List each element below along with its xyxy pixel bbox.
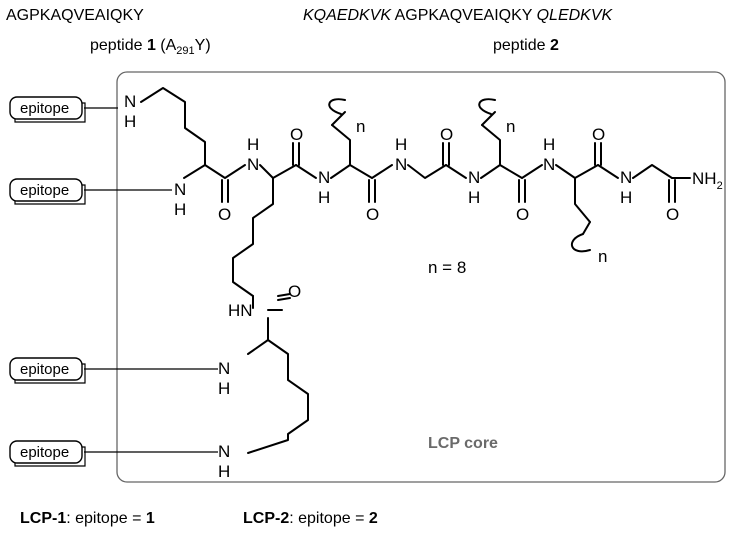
atom-h: H [218,462,230,481]
lcp1-name: LCP-1 [20,510,67,527]
atom-n: N [318,168,330,187]
peptide2-label: peptide 2 [493,37,559,54]
molecule-bonds [140,87,691,454]
atom-h: H [318,188,330,207]
repeat-n-label: n [356,117,365,136]
epitope-label: epitope [20,444,69,461]
atom-nh2: NH2 [692,169,723,192]
peptide1-label-mod-close: Y) [195,37,211,54]
peptide1-sequence: AGPKAQVEAIQKY [6,7,144,24]
epitope-label: epitope [20,361,69,378]
atom-o: O [666,205,679,224]
n-value-label: n = 8 [428,258,466,277]
peptide2-seq-left: KQAEDKVK [303,7,392,24]
lcp-core-label: LCP core [428,435,498,452]
atom-h: H [124,112,136,131]
peptide2-label-prefix: peptide [493,37,550,54]
atom-h: H [247,135,259,154]
peptide2-seq-right: QLEDKVK [537,7,614,24]
atom-o: O [218,205,231,224]
atom-nh2-sub: 2 [717,180,723,192]
lcp2-rest: : epitope = [289,510,369,527]
peptide1-label-mod-sub: 291 [176,45,194,57]
peptide2-label-number: 2 [550,37,559,54]
peptide2-seq-mid: AGPKAQVEAIQKY [395,7,533,24]
peptide1-label-mod-open: (A [156,37,177,54]
epitope-box-1: epitope [9,96,86,123]
atom-o: O [592,125,605,144]
atom-labels: N H N H O H N O N H O H N O N H O H N O … [124,92,723,481]
atom-h: H [218,379,230,398]
peptide1-label: peptide 1 (A291Y) [90,37,211,57]
atom-h: H [620,188,632,207]
peptide1-label-number: 1 [147,37,156,54]
lcp2-num: 2 [368,510,378,527]
lcp1-num: 1 [145,510,155,527]
atom-o: O [366,205,379,224]
lcp2-name: LCP-2 [243,510,290,527]
atom-o: O [516,205,529,224]
epitope-box-2: epitope [9,178,86,205]
atom-n: N [395,155,407,174]
atom-n: N [620,168,632,187]
atom-n: N [543,155,555,174]
atom-n: N [124,92,136,111]
repeat-n-label: n [598,247,607,266]
atom-h: H [543,135,555,154]
atom-h: H [174,200,186,219]
repeat-n-label: n [506,117,515,136]
epitope-box-4: epitope [9,440,86,467]
epitope-label: epitope [20,182,69,199]
atom-n: N [218,359,230,378]
atom-n: N [218,442,230,461]
peptide2-sequence: KQAEDKVK AGPKAQVEAIQKY QLEDKVK [303,7,614,24]
footer-lcp2: LCP-2: epitope = 2 [243,510,378,528]
atom-o: O [440,125,453,144]
atom-n: N [174,180,186,199]
lcp-core-box [116,71,726,483]
atom-o: O [290,125,303,144]
atom-h: H [468,188,480,207]
peptide1-label-prefix: peptide [90,37,147,54]
atom-n: N [247,155,259,174]
footer-lcp1: LCP-1: epitope = 1 [20,510,155,528]
atom-h: H [395,135,407,154]
atom-o: O [288,282,301,301]
epitope-label: epitope [20,100,69,117]
atom-n: N [468,168,480,187]
epitope-box-3: epitope [9,357,86,384]
atom-hn: HN [228,301,253,320]
lcp1-rest: : epitope = [66,510,146,527]
atom-nh2-main: NH [692,169,717,188]
